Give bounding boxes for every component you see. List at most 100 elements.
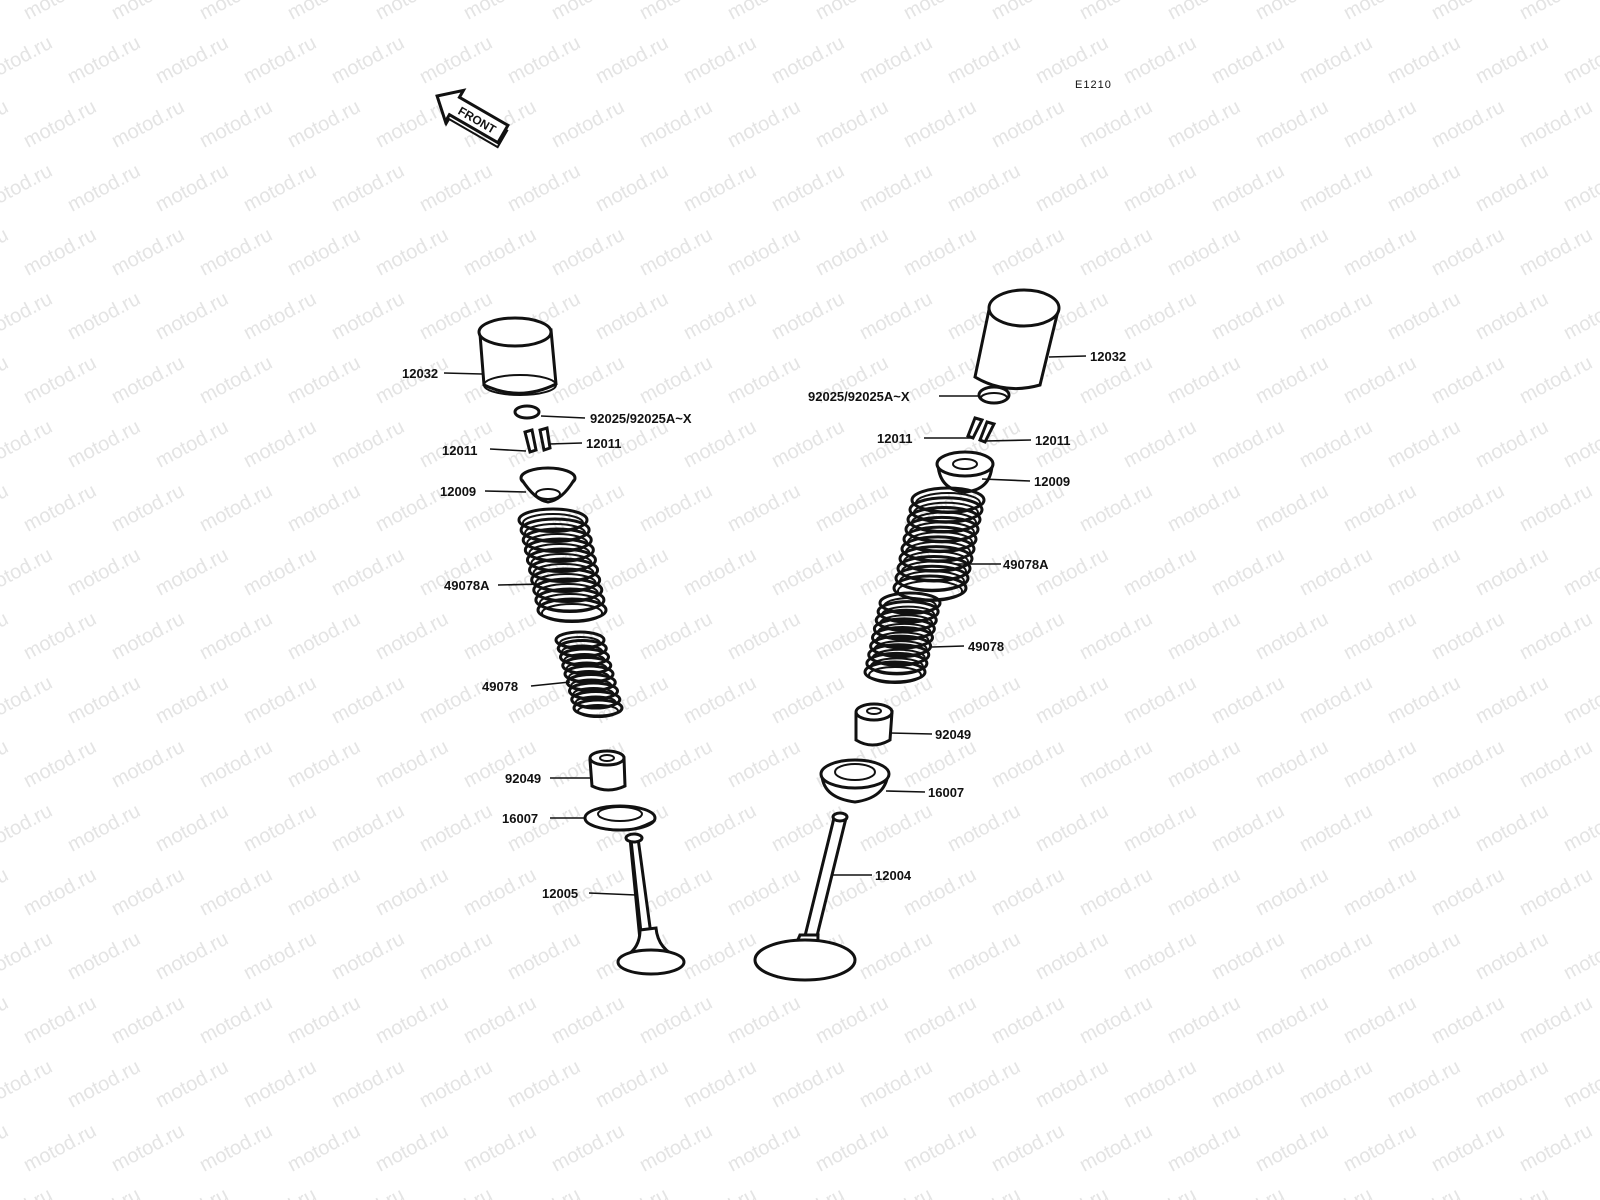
right-valve (753, 811, 857, 982)
watermark-text: motod.ru (1516, 608, 1596, 664)
watermark-text: motod.ru (284, 480, 364, 536)
watermark-text: motod.ru (1384, 1056, 1464, 1112)
watermark-text: motod.ru (768, 672, 848, 728)
watermark-text: motod.ru (1208, 928, 1288, 984)
watermark-text: motod.ru (548, 352, 628, 408)
watermark-text: motod.ru (240, 288, 320, 344)
watermark-text: motod.ru (724, 992, 804, 1048)
watermark-text: motod.ru (1560, 1056, 1600, 1112)
label-right-shim: 92025/92025A~X (808, 389, 910, 404)
watermark-text: motod.ru (1032, 928, 1112, 984)
watermark-text: motod.ru (1076, 0, 1156, 24)
watermark-text: motod.ru (1032, 160, 1112, 216)
watermark-text: motod.ru (680, 928, 760, 984)
watermark-text: motod.ru (1120, 1184, 1200, 1200)
watermark-text: motod.ru (1560, 160, 1600, 216)
watermark-text: motod.ru (1428, 736, 1508, 792)
watermark-text: motod.ru (812, 224, 892, 280)
watermark-text: motod.ru (196, 224, 276, 280)
watermark-text: motod.ru (768, 160, 848, 216)
watermark-text: motod.ru (1076, 224, 1156, 280)
watermark-text: motod.ru (108, 224, 188, 280)
watermark-text: motod.ru (636, 992, 716, 1048)
watermark-text: motod.ru (1164, 1120, 1244, 1176)
watermark-text: motod.ru (548, 96, 628, 152)
watermark-text: motod.ru (988, 992, 1068, 1048)
label-left-stem-seal: 92049 (505, 771, 541, 786)
watermark-text: motod.ru (1208, 32, 1288, 88)
watermark-text: motod.ru (460, 608, 540, 664)
watermark-text: motod.ru (328, 32, 408, 88)
watermark-text: motod.ru (152, 928, 232, 984)
watermark-text: motod.ru (592, 32, 672, 88)
label-right-keeper-a: 12011 (877, 431, 912, 446)
label-right-keeper-b: 12011 (1035, 433, 1070, 448)
watermark-text: motod.ru (416, 928, 496, 984)
watermark-text: motod.ru (944, 544, 1024, 600)
watermark-text: motod.ru (284, 96, 364, 152)
watermark-text: motod.ru (1208, 1184, 1288, 1200)
watermark-text: motod.ru (284, 864, 364, 920)
watermark-text: motod.ru (0, 96, 12, 152)
watermark-text: motod.ru (1472, 416, 1552, 472)
watermark-text: motod.ru (0, 1184, 56, 1200)
watermark-text: motod.ru (64, 544, 144, 600)
watermark-text: motod.ru (1120, 32, 1200, 88)
watermark-text: motod.ru (108, 736, 188, 792)
watermark-text: motod.ru (1560, 288, 1600, 344)
watermark-text: motod.ru (900, 96, 980, 152)
watermark-text: motod.ru (1560, 800, 1600, 856)
watermark-text: motod.ru (1208, 416, 1288, 472)
watermark-text: motod.ru (152, 1056, 232, 1112)
watermark-text: motod.ru (284, 0, 364, 24)
watermark-text: motod.ru (1516, 0, 1596, 24)
watermark-text: motod.ru (460, 0, 540, 24)
watermark-text: motod.ru (1076, 96, 1156, 152)
watermark-text: motod.ru (1340, 1120, 1420, 1176)
watermark-text: motod.ru (20, 480, 100, 536)
watermark-text: motod.ru (372, 864, 452, 920)
watermark-text: motod.ru (1252, 1120, 1332, 1176)
watermark-text: motod.ru (20, 0, 100, 24)
watermark-text: motod.ru (152, 672, 232, 728)
watermark-text: motod.ru (988, 1120, 1068, 1176)
watermark-text: motod.ru (1252, 224, 1332, 280)
watermark-text: motod.ru (592, 1056, 672, 1112)
spring-coil-inner (868, 666, 922, 684)
watermark-text: motod.ru (196, 352, 276, 408)
right-keeper-b (978, 420, 997, 444)
watermark-text: motod.ru (152, 544, 232, 600)
left-shim (513, 404, 541, 420)
watermark-text: motod.ru (1428, 864, 1508, 920)
watermark-text: motod.ru (1296, 672, 1376, 728)
watermark-text: motod.ru (416, 32, 496, 88)
watermark-text: motod.ru (328, 160, 408, 216)
watermark-text: motod.ru (1560, 672, 1600, 728)
watermark-text: motod.ru (1472, 928, 1552, 984)
watermark-text: motod.ru (1340, 480, 1420, 536)
watermark-text: motod.ru (0, 32, 56, 88)
watermark-text: motod.ru (1472, 800, 1552, 856)
watermark-text: motod.ru (0, 800, 56, 856)
watermark-text: motod.ru (1120, 416, 1200, 472)
watermark-text: motod.ru (1516, 992, 1596, 1048)
watermark-text: motod.ru (64, 160, 144, 216)
watermark-text: motod.ru (1472, 160, 1552, 216)
watermark-text: motod.ru (1076, 1120, 1156, 1176)
watermark-text: motod.ru (944, 800, 1024, 856)
watermark-text: motod.ru (64, 288, 144, 344)
label-left-tappet: 12032 (402, 366, 438, 381)
watermark-text: motod.ru (0, 736, 12, 792)
left-tappet (477, 316, 558, 396)
watermark-text: motod.ru (636, 0, 716, 24)
watermark-text: motod.ru (680, 160, 760, 216)
watermark-text: motod.ru (944, 32, 1024, 88)
watermark-text: motod.ru (240, 160, 320, 216)
watermark-text: motod.ru (856, 1184, 936, 1200)
watermark-text: motod.ru (1076, 736, 1156, 792)
watermark-text: motod.ru (988, 736, 1068, 792)
watermark-text: motod.ru (64, 800, 144, 856)
label-right-spring-seat: 16007 (928, 785, 964, 800)
watermark-text: motod.ru (900, 992, 980, 1048)
